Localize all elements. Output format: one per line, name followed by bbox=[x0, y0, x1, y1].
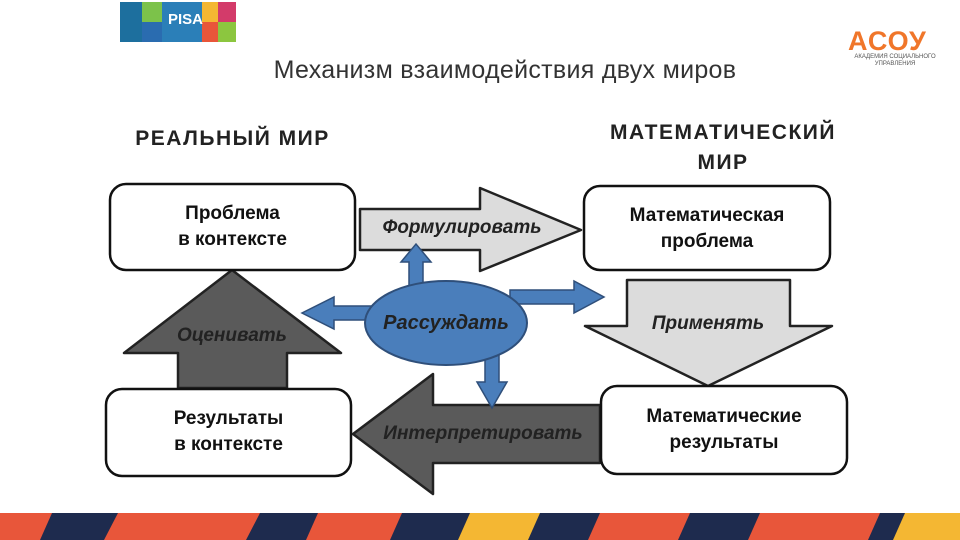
acoy-logo-subtext: АКАДЕМИЯ СОЦИАЛЬНОГО УПРАВЛЕНИЯ bbox=[854, 54, 936, 67]
box-results-context-line2: в контексте bbox=[174, 434, 283, 455]
box-problem-context-line2: в контексте bbox=[178, 229, 287, 250]
box-math-problem-line2: проблема bbox=[660, 231, 754, 252]
box-math-problem-line1: Математическая bbox=[629, 205, 785, 226]
page-title: Механизм взаимодействия двух миров bbox=[273, 56, 737, 84]
arrow-evaluate bbox=[122, 268, 343, 390]
math-world-label-line1: МАТЕМАТИЧЕСКИЙ bbox=[610, 121, 836, 144]
arrow-formulate bbox=[358, 186, 583, 273]
box-math-problem-text: Математическая проблема bbox=[584, 203, 830, 255]
real-world-label: РЕАЛЬНЫЙ МИР bbox=[135, 127, 330, 150]
arrow-formulate-label: Формулировать bbox=[382, 217, 542, 238]
bottom-stripe bbox=[0, 513, 960, 540]
box-problem-context bbox=[108, 182, 357, 272]
arrow-apply bbox=[583, 278, 834, 388]
reason-arrow-right bbox=[509, 279, 606, 315]
box-math-problem bbox=[582, 184, 832, 272]
box-problem-context-line1: Проблема bbox=[185, 203, 280, 224]
acoy-logo-text: АСОУ bbox=[848, 26, 927, 56]
math-world-label-line2: МИР bbox=[697, 151, 749, 174]
box-results-context bbox=[104, 387, 353, 478]
math-world-label: МАТЕМАТИЧЕСКИЙ МИР bbox=[578, 118, 868, 178]
arrow-apply-label: Применять bbox=[651, 313, 765, 334]
box-math-results-line2: результаты bbox=[669, 432, 779, 453]
reason-ellipse bbox=[364, 280, 528, 366]
arrow-evaluate-label: Оценивать bbox=[177, 325, 287, 346]
arrow-interpret-label: Интерпретировать bbox=[383, 423, 583, 444]
box-math-results-line1: Математические bbox=[646, 406, 802, 427]
pisa-logo bbox=[120, 2, 236, 42]
reason-label: Рассуждать bbox=[383, 312, 509, 334]
reason-arrow-down bbox=[475, 354, 509, 410]
box-math-results-text: Математические результаты bbox=[601, 404, 847, 456]
box-problem-context-text: Проблема в контексте bbox=[110, 201, 355, 253]
box-results-context-text: Результаты в контексте bbox=[106, 406, 351, 458]
box-math-results bbox=[599, 384, 849, 476]
arrow-interpret bbox=[351, 372, 602, 496]
pisa-logo-text: PISA bbox=[168, 11, 204, 28]
box-results-context-line1: Результаты bbox=[173, 408, 284, 429]
